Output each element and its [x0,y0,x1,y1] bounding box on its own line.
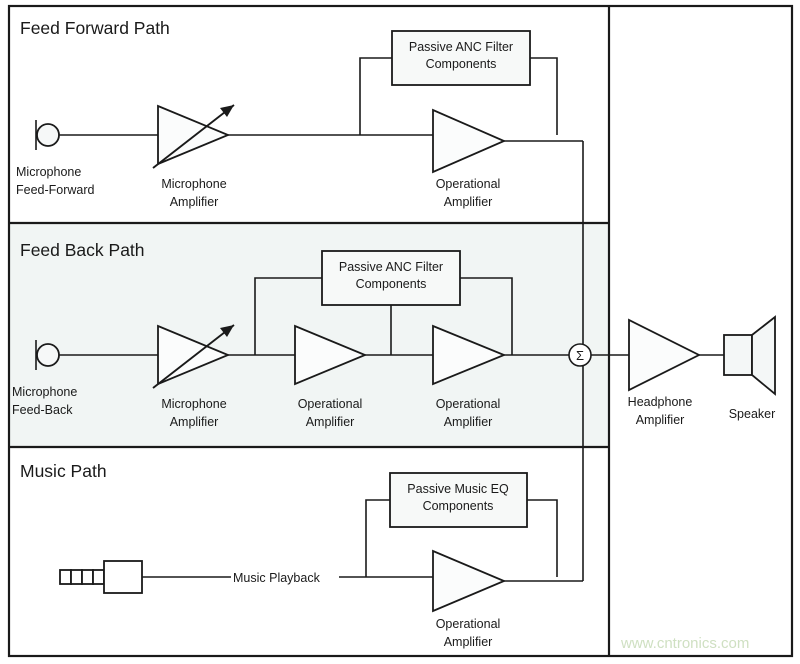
fb-filter-box-label-line1: Passive ANC Filter [339,260,443,274]
microphone-feed-back-symbol [35,340,60,370]
ff-microphone-amplifier-symbol [152,104,235,169]
fb-opamp2-label-line1: Operational [436,397,501,411]
diagram-outer-frame [7,4,794,658]
summing-junction-sigma: Σ [576,348,584,363]
fb-opamp2-label-line2: Amplifier [444,415,493,429]
headphone-amp-label-line2: Amplifier [636,413,685,427]
music-passive-eq-box: Passive Music EQ Components [389,472,528,528]
fb-micamp-label-line2: Amplifier [170,415,219,429]
watermark-text: www.cntronics.com [620,635,749,652]
ff-passive-anc-filter-box: Passive ANC Filter Components [391,30,531,86]
section-title-music: Music Path [20,461,107,481]
fb-passive-anc-filter-box: Passive ANC Filter Components [321,250,461,306]
headphone-amplifier-symbol [628,318,702,392]
fb-microphone-label-line1: Microphone [12,385,77,399]
music-operational-amplifier-symbol [432,549,507,613]
ff-operational-amplifier-symbol [432,108,507,174]
ff-micamp-label-line1: Microphone [161,177,226,191]
wire-music-eq-right-branch [527,499,558,577]
ff-opamp-label-line2: Amplifier [444,195,493,209]
microphone-feed-forward-symbol [35,120,60,150]
fb-microphone-label-line2: Feed-Back [12,403,73,417]
speaker-symbol [723,315,776,396]
audio-jack-plug-icon [59,560,143,594]
summing-junction-symbol: Σ [568,343,592,367]
section-title-feed-back: Feed Back Path [20,240,145,260]
ff-microphone-label-line1: Microphone [16,165,81,179]
fb-opamp1-label-line2: Amplifier [306,415,355,429]
headphone-amp-label-line1: Headphone [628,395,693,409]
music-eq-box-label-line1: Passive Music EQ [407,482,509,496]
speaker-label: Speaker [729,407,776,421]
fb-operational-amplifier-1-symbol [294,324,368,386]
music-opamp-label-line2: Amplifier [444,635,493,649]
fb-micamp-label-line1: Microphone [161,397,226,411]
ff-opamp-label-line1: Operational [436,177,501,191]
fb-filter-box-label-line2: Components [356,277,427,291]
music-opamp-label-line1: Operational [436,617,501,631]
ff-filter-box-label-line2: Components [426,57,497,71]
wire-music-eq-left-branch [365,499,390,577]
section-title-feed-forward: Feed Forward Path [20,18,170,38]
fb-operational-amplifier-2-symbol [432,324,507,386]
wire-fb-filter-left-branch [254,277,322,355]
wire-fb-filter-right-branch [460,277,513,355]
wire-ff-filter-right-branch [530,57,558,135]
music-playback-label: Music Playback [233,571,321,585]
fb-opamp1-label-line1: Operational [298,397,363,411]
fb-microphone-amplifier-symbol [152,324,235,389]
ff-micamp-label-line2: Amplifier [170,195,219,209]
music-eq-box-label-line2: Components [423,499,494,513]
ff-filter-box-label-line1: Passive ANC Filter [409,40,513,54]
ff-microphone-label-line2: Feed-Forward [16,183,95,197]
wire-ff-filter-left-branch [359,57,392,135]
